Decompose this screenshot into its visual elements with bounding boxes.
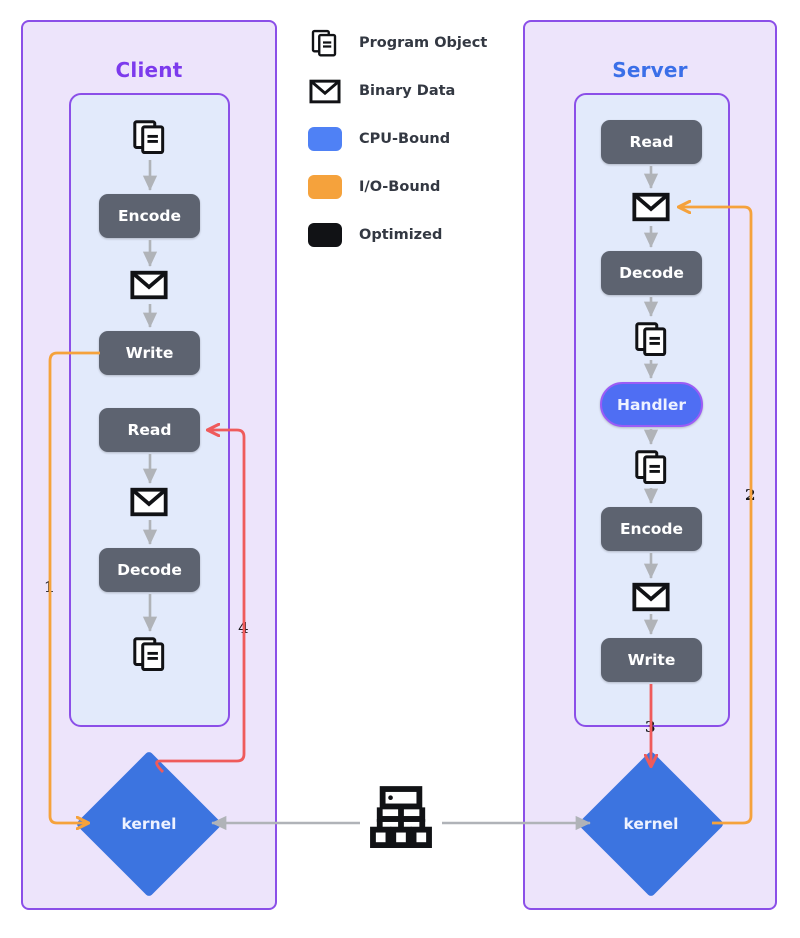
legend-label: I/O-Bound: [359, 179, 441, 195]
legend-item-optimized: Optimized: [303, 218, 442, 252]
client-node-encode[interactable]: Encode: [99, 194, 200, 238]
server-node-read[interactable]: Read: [601, 120, 702, 164]
server-node-encode[interactable]: Encode: [601, 507, 702, 551]
flow-label-1: 1: [44, 578, 55, 596]
flow-label-3: 3: [645, 718, 656, 736]
legend-label: Binary Data: [359, 83, 456, 99]
node-label: Decode: [117, 561, 182, 579]
client-lane-title: Client: [115, 58, 183, 82]
client-kernel[interactable]: kernel: [75, 750, 223, 898]
binary-data-icon: [130, 487, 168, 517]
binary-data-icon: [130, 270, 168, 300]
flow-label-2: 2: [745, 486, 756, 504]
program-object-icon: [633, 448, 671, 486]
flow-label-4: 4: [238, 619, 249, 637]
binary-data-icon: [303, 74, 347, 108]
binary-data-icon: [632, 192, 670, 222]
legend-item-binary-data: Binary Data: [303, 74, 455, 108]
node-label: Encode: [117, 207, 182, 225]
io-bound-swatch: [303, 170, 347, 204]
client-node-write[interactable]: Write: [99, 331, 200, 375]
node-label: Write: [125, 344, 174, 362]
node-label: Decode: [619, 264, 684, 282]
legend-label: CPU-Bound: [359, 131, 451, 147]
server-kernel[interactable]: kernel: [577, 750, 725, 898]
cpu-bound-swatch: [303, 122, 347, 156]
server-node-handler[interactable]: Handler: [600, 382, 703, 427]
node-label: Read: [629, 133, 674, 151]
node-label: Read: [127, 421, 172, 439]
legend-item-io-bound: I/O-Bound: [303, 170, 440, 204]
program-object-icon: [303, 26, 347, 60]
legend-label: Optimized: [359, 227, 443, 243]
node-label: Encode: [619, 520, 684, 538]
legend-item-program-object: Program Object: [303, 26, 487, 60]
server-lane-title: Server: [612, 58, 688, 82]
kernel-label: kernel: [623, 815, 679, 833]
server-node-decode[interactable]: Decode: [601, 251, 702, 295]
legend-item-cpu-bound: CPU-Bound: [303, 122, 450, 156]
server-node-write[interactable]: Write: [601, 638, 702, 682]
kernel-label: kernel: [121, 815, 177, 833]
legend-label: Program Object: [359, 35, 488, 51]
binary-data-icon: [632, 582, 670, 612]
network-hub-icon: [370, 786, 432, 852]
program-object-icon: [131, 118, 169, 156]
node-label: Write: [627, 651, 676, 669]
program-object-icon: [131, 635, 169, 673]
program-object-icon: [633, 320, 671, 358]
client-node-read[interactable]: Read: [99, 408, 200, 452]
node-label: Handler: [616, 395, 687, 414]
optimized-swatch: [303, 218, 347, 252]
client-node-decode[interactable]: Decode: [99, 548, 200, 592]
